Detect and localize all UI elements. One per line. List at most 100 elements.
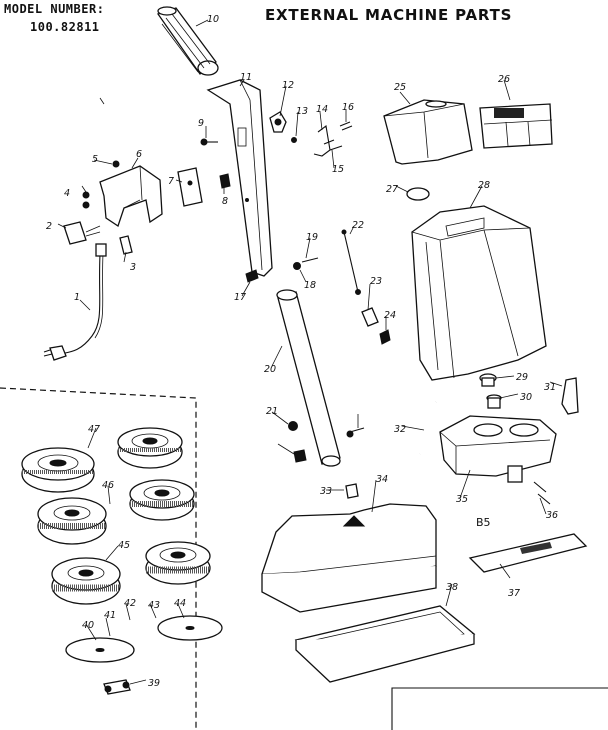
latch-assembly — [269, 111, 353, 157]
callout-17: 17 — [234, 292, 246, 303]
screw-icon — [379, 329, 391, 345]
side-bracket — [561, 377, 579, 415]
screw-icon — [245, 269, 259, 283]
callout-23: 23 — [370, 276, 382, 287]
callout-11: 11 — [240, 72, 252, 83]
callout-4: 4 — [64, 188, 70, 199]
pad-disc — [157, 615, 223, 641]
bumper-strip — [468, 533, 588, 573]
handle-grip — [156, 6, 219, 76]
pad-disc — [65, 637, 135, 663]
nut-icon — [288, 421, 298, 431]
machine-body — [261, 503, 437, 613]
callout-39: 39 — [148, 678, 160, 689]
callout-22: 22 — [352, 220, 364, 231]
callout-8: 8 — [222, 196, 228, 207]
callout-26: 26 — [498, 74, 510, 85]
fill-cap — [406, 187, 430, 201]
brush-45a — [51, 557, 121, 605]
control-rod — [343, 231, 359, 293]
callout-32: 32 — [394, 424, 406, 435]
model-number-value: 100.82811 — [30, 20, 100, 34]
callout-27: 27 — [386, 184, 398, 195]
wire-connector — [119, 235, 133, 255]
callout-47: 47 — [88, 424, 100, 435]
callout-16: 16 — [342, 102, 354, 113]
callout-34: 34 — [376, 474, 388, 485]
callout-18: 18 — [304, 280, 316, 291]
callout-20: 20 — [264, 364, 276, 375]
callout-3: 3 — [130, 262, 136, 273]
brush-47b — [117, 427, 183, 469]
callout-2: 2 — [46, 221, 52, 232]
callout-31: 31 — [544, 382, 556, 393]
page-title: EXTERNAL MACHINE PARTS — [265, 6, 513, 24]
callout-38: 38 — [446, 582, 458, 593]
section-divider — [0, 387, 197, 730]
screw-icon — [82, 201, 90, 209]
page-frame — [391, 687, 608, 730]
callout-12: 12 — [282, 80, 294, 91]
decal-label — [479, 103, 553, 149]
callout-24: 24 — [384, 310, 396, 321]
callout-19: 19 — [306, 232, 318, 243]
valve-assembly — [479, 373, 502, 409]
brush-46b — [129, 479, 195, 521]
upper-handle — [206, 79, 273, 277]
switch-block — [63, 221, 101, 245]
mounting-bracket — [99, 165, 163, 228]
callout-28: 28 — [478, 180, 490, 191]
callout-44: 44 — [174, 598, 186, 609]
callout-36: 36 — [546, 510, 558, 521]
model-number-label: MODEL NUMBER: — [4, 2, 105, 16]
nut-icon — [293, 262, 301, 270]
bolt-icon — [301, 257, 319, 263]
screw-icon — [293, 449, 307, 463]
switch-plate — [177, 167, 203, 207]
callout-46: 46 — [102, 480, 114, 491]
callout-5: 5 — [92, 154, 98, 165]
screw-icon — [112, 160, 120, 168]
brush-47a — [21, 447, 95, 493]
nut-icon — [219, 173, 231, 189]
clip-part — [361, 307, 379, 327]
knob — [345, 483, 359, 499]
brush-46a — [37, 497, 107, 545]
callout-14: 14 — [316, 104, 328, 115]
callout-33: 33 — [320, 486, 332, 497]
pump-housing — [439, 415, 557, 483]
callout-10: 10 — [207, 14, 219, 25]
callout-13: 13 — [296, 106, 308, 117]
pad-clip — [103, 679, 131, 695]
leader-lines — [57, 19, 563, 685]
callout-9: 9 — [198, 118, 204, 129]
callout-42: 42 — [124, 598, 136, 609]
bolt-icon — [349, 427, 365, 433]
solution-tank — [411, 205, 547, 381]
callout-1: 1 — [74, 292, 80, 303]
callout-43: 43 — [148, 600, 160, 611]
section-code: B5 — [476, 516, 491, 529]
callout-35: 35 — [456, 494, 468, 505]
callout-6: 6 — [136, 149, 142, 160]
screw-icon — [82, 191, 90, 199]
brush-45b — [145, 541, 211, 585]
callout-29: 29 — [516, 372, 528, 383]
callout-7: 7 — [168, 176, 174, 187]
lower-handle-tube — [276, 289, 341, 467]
tank-cover — [383, 99, 473, 165]
drip-tray — [294, 605, 476, 683]
callout-40: 40 — [82, 620, 94, 631]
callout-30: 30 — [520, 392, 532, 403]
bolt-icon — [533, 481, 551, 505]
callout-37: 37 — [508, 588, 520, 599]
callout-45: 45 — [118, 540, 130, 551]
callout-15: 15 — [332, 164, 344, 175]
callout-25: 25 — [394, 82, 406, 93]
power-cord — [43, 243, 107, 361]
callout-41: 41 — [104, 610, 116, 621]
callout-21: 21 — [266, 406, 278, 417]
